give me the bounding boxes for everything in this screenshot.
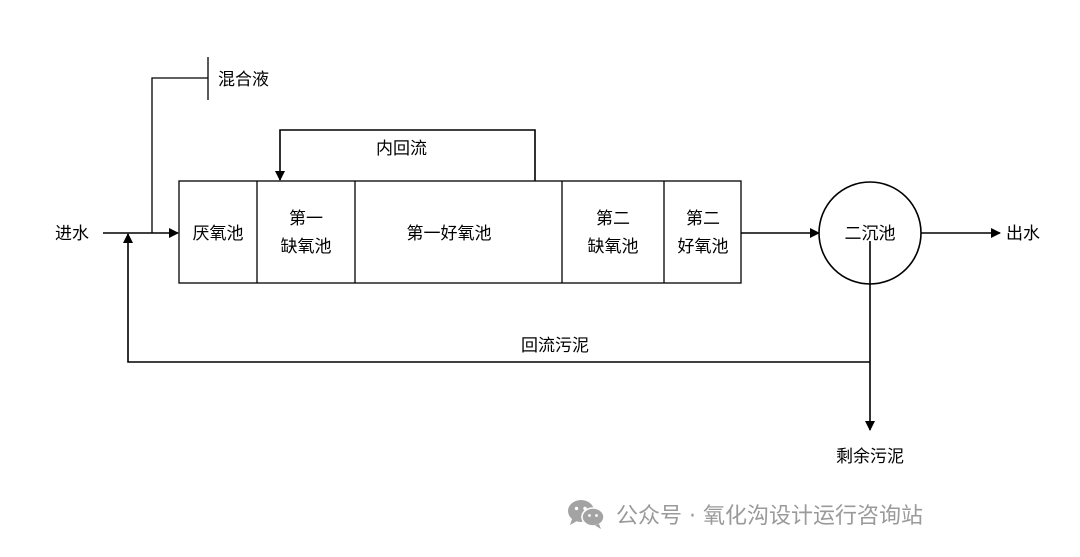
inlet-label: 进水 bbox=[55, 224, 89, 244]
outlet-label: 出水 bbox=[1006, 224, 1040, 244]
tank-aerobic2-label-line1: 第二 bbox=[686, 209, 720, 229]
tank-anoxic1-label-line2: 缺氧池 bbox=[281, 237, 332, 257]
reactor-train: 厌氧池 第一 缺氧池 第一好氧池 第二 缺氧池 第二 好氧池 bbox=[178, 180, 742, 284]
wechat-icon bbox=[568, 500, 605, 529]
inlet-flow: 进水 bbox=[55, 224, 179, 244]
clarifier-label: 二沉池 bbox=[845, 224, 896, 244]
internal-return-flow: 内回流 bbox=[275, 129, 536, 181]
mixed-liquor-line bbox=[151, 77, 208, 233]
tank-anoxic1-label-line1: 第一 bbox=[289, 209, 323, 229]
tank-anoxic2-label-line1: 第二 bbox=[596, 209, 630, 229]
sludge-flows: 回流污泥 剩余污泥 bbox=[123, 233, 904, 467]
watermark-text: 公众号 · 氧化沟设计运行咨询站 bbox=[616, 504, 923, 529]
excess-sludge-label: 剩余污泥 bbox=[836, 447, 904, 467]
mixed-liquor-label: 混合液 bbox=[218, 70, 269, 90]
watermark: 公众号 · 氧化沟设计运行咨询站 bbox=[566, 496, 923, 532]
tank-aerobic2-label-line2: 好氧池 bbox=[678, 237, 729, 257]
mixed-liquor-flow: 混合液 bbox=[151, 57, 269, 233]
tank-anaerobic-label: 厌氧池 bbox=[193, 224, 244, 244]
internal-return-line bbox=[275, 129, 536, 181]
return-sludge-line bbox=[123, 233, 870, 363]
internal-return-label: 内回流 bbox=[376, 139, 427, 159]
return-sludge-label: 回流污泥 bbox=[521, 336, 589, 356]
tank-anoxic2-label-line2: 缺氧池 bbox=[588, 237, 639, 257]
outlet-flow: 出水 bbox=[921, 224, 1040, 244]
tank-aerobic1-label: 第一好氧池 bbox=[407, 224, 492, 244]
reactor-outline bbox=[178, 180, 742, 284]
